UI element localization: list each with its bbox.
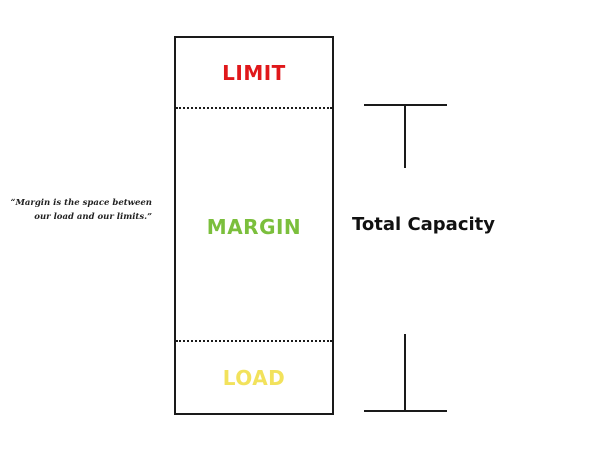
load-divider <box>176 340 332 342</box>
quote-text: “Margin is the space between our load an… <box>10 198 152 222</box>
capacity-column: LIMIT MARGIN LOAD <box>174 36 334 415</box>
limit-divider <box>176 107 332 109</box>
load-label: LOAD <box>222 366 286 390</box>
total-capacity-label: Total Capacity <box>352 214 496 235</box>
total-capacity-bracket <box>364 104 447 412</box>
limit-label: LIMIT <box>222 61 286 85</box>
margin-label: MARGIN <box>206 215 302 239</box>
